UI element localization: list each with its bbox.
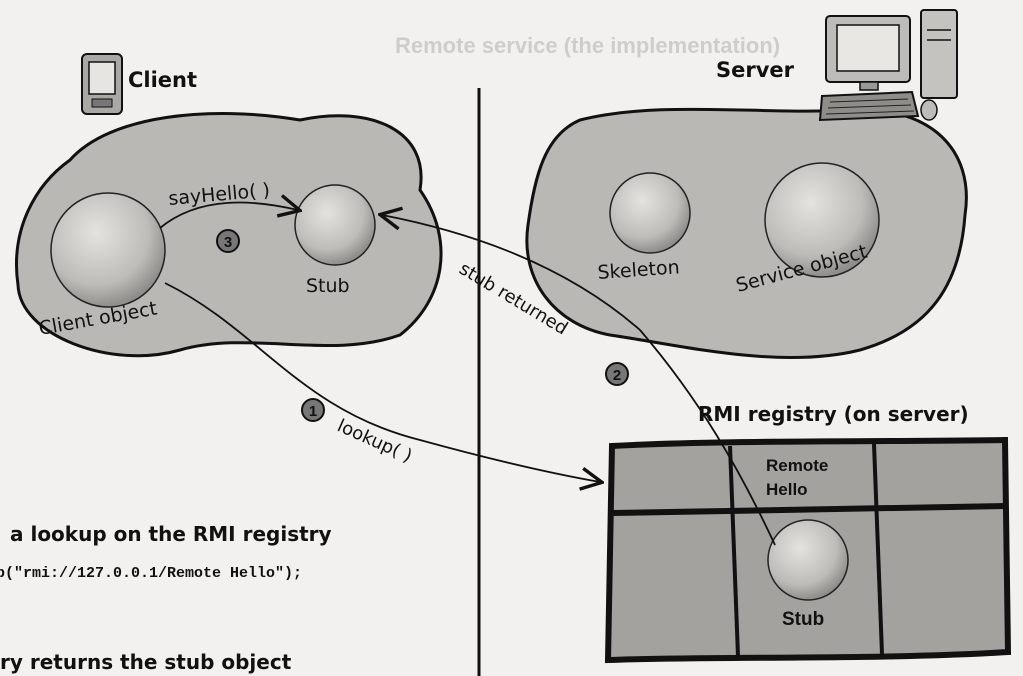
registry-stub-sphere [768,520,848,600]
step-3-marker: 3 [217,230,239,252]
handheld-icon [82,54,122,114]
step-2-marker: 2 [606,363,628,385]
client-object-sphere [51,193,165,307]
svg-text:2: 2 [613,367,621,384]
server-heading: Server [716,58,794,82]
svg-text:3: 3 [224,234,232,251]
registry-entry-line2: Hello [766,480,808,500]
step-1-marker: 1 [302,399,324,421]
caption-line-3: ry returns the stub object [0,650,291,674]
client-stub-sphere [295,185,375,265]
server-blob [527,109,967,357]
caption-line-1: a lookup on the RMI registry [10,522,332,546]
svg-text:1: 1 [309,403,317,420]
caption-code: p("rmi://127.0.0.1/Remote Hello"); [0,565,302,582]
client-stub-label: Stub [306,275,350,297]
registry-title: RMI registry (on server) [698,402,969,426]
desktop-computer-icon [820,10,957,120]
skeleton-sphere [610,173,690,253]
lookup-label: lookup( ) [334,415,415,467]
registry-entry-line1: Remote [766,456,828,476]
registry-stub-label: Stub [782,609,824,631]
client-heading: Client [128,68,197,92]
